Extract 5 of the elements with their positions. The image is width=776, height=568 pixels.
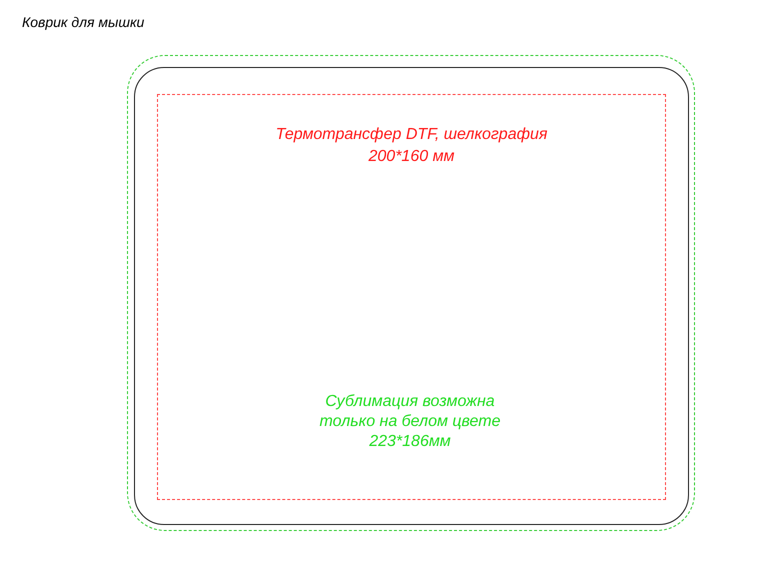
note-text: Сублимация возможна только на белом цвете 223*186мм bbox=[318, 392, 502, 452]
title: Коврик для мышки bbox=[22, 14, 144, 30]
print-area bbox=[157, 94, 666, 500]
area-label: Термотрансфер DTF, шелкография bbox=[274, 125, 548, 145]
dimension-text: 200*160 мм bbox=[368, 147, 456, 167]
